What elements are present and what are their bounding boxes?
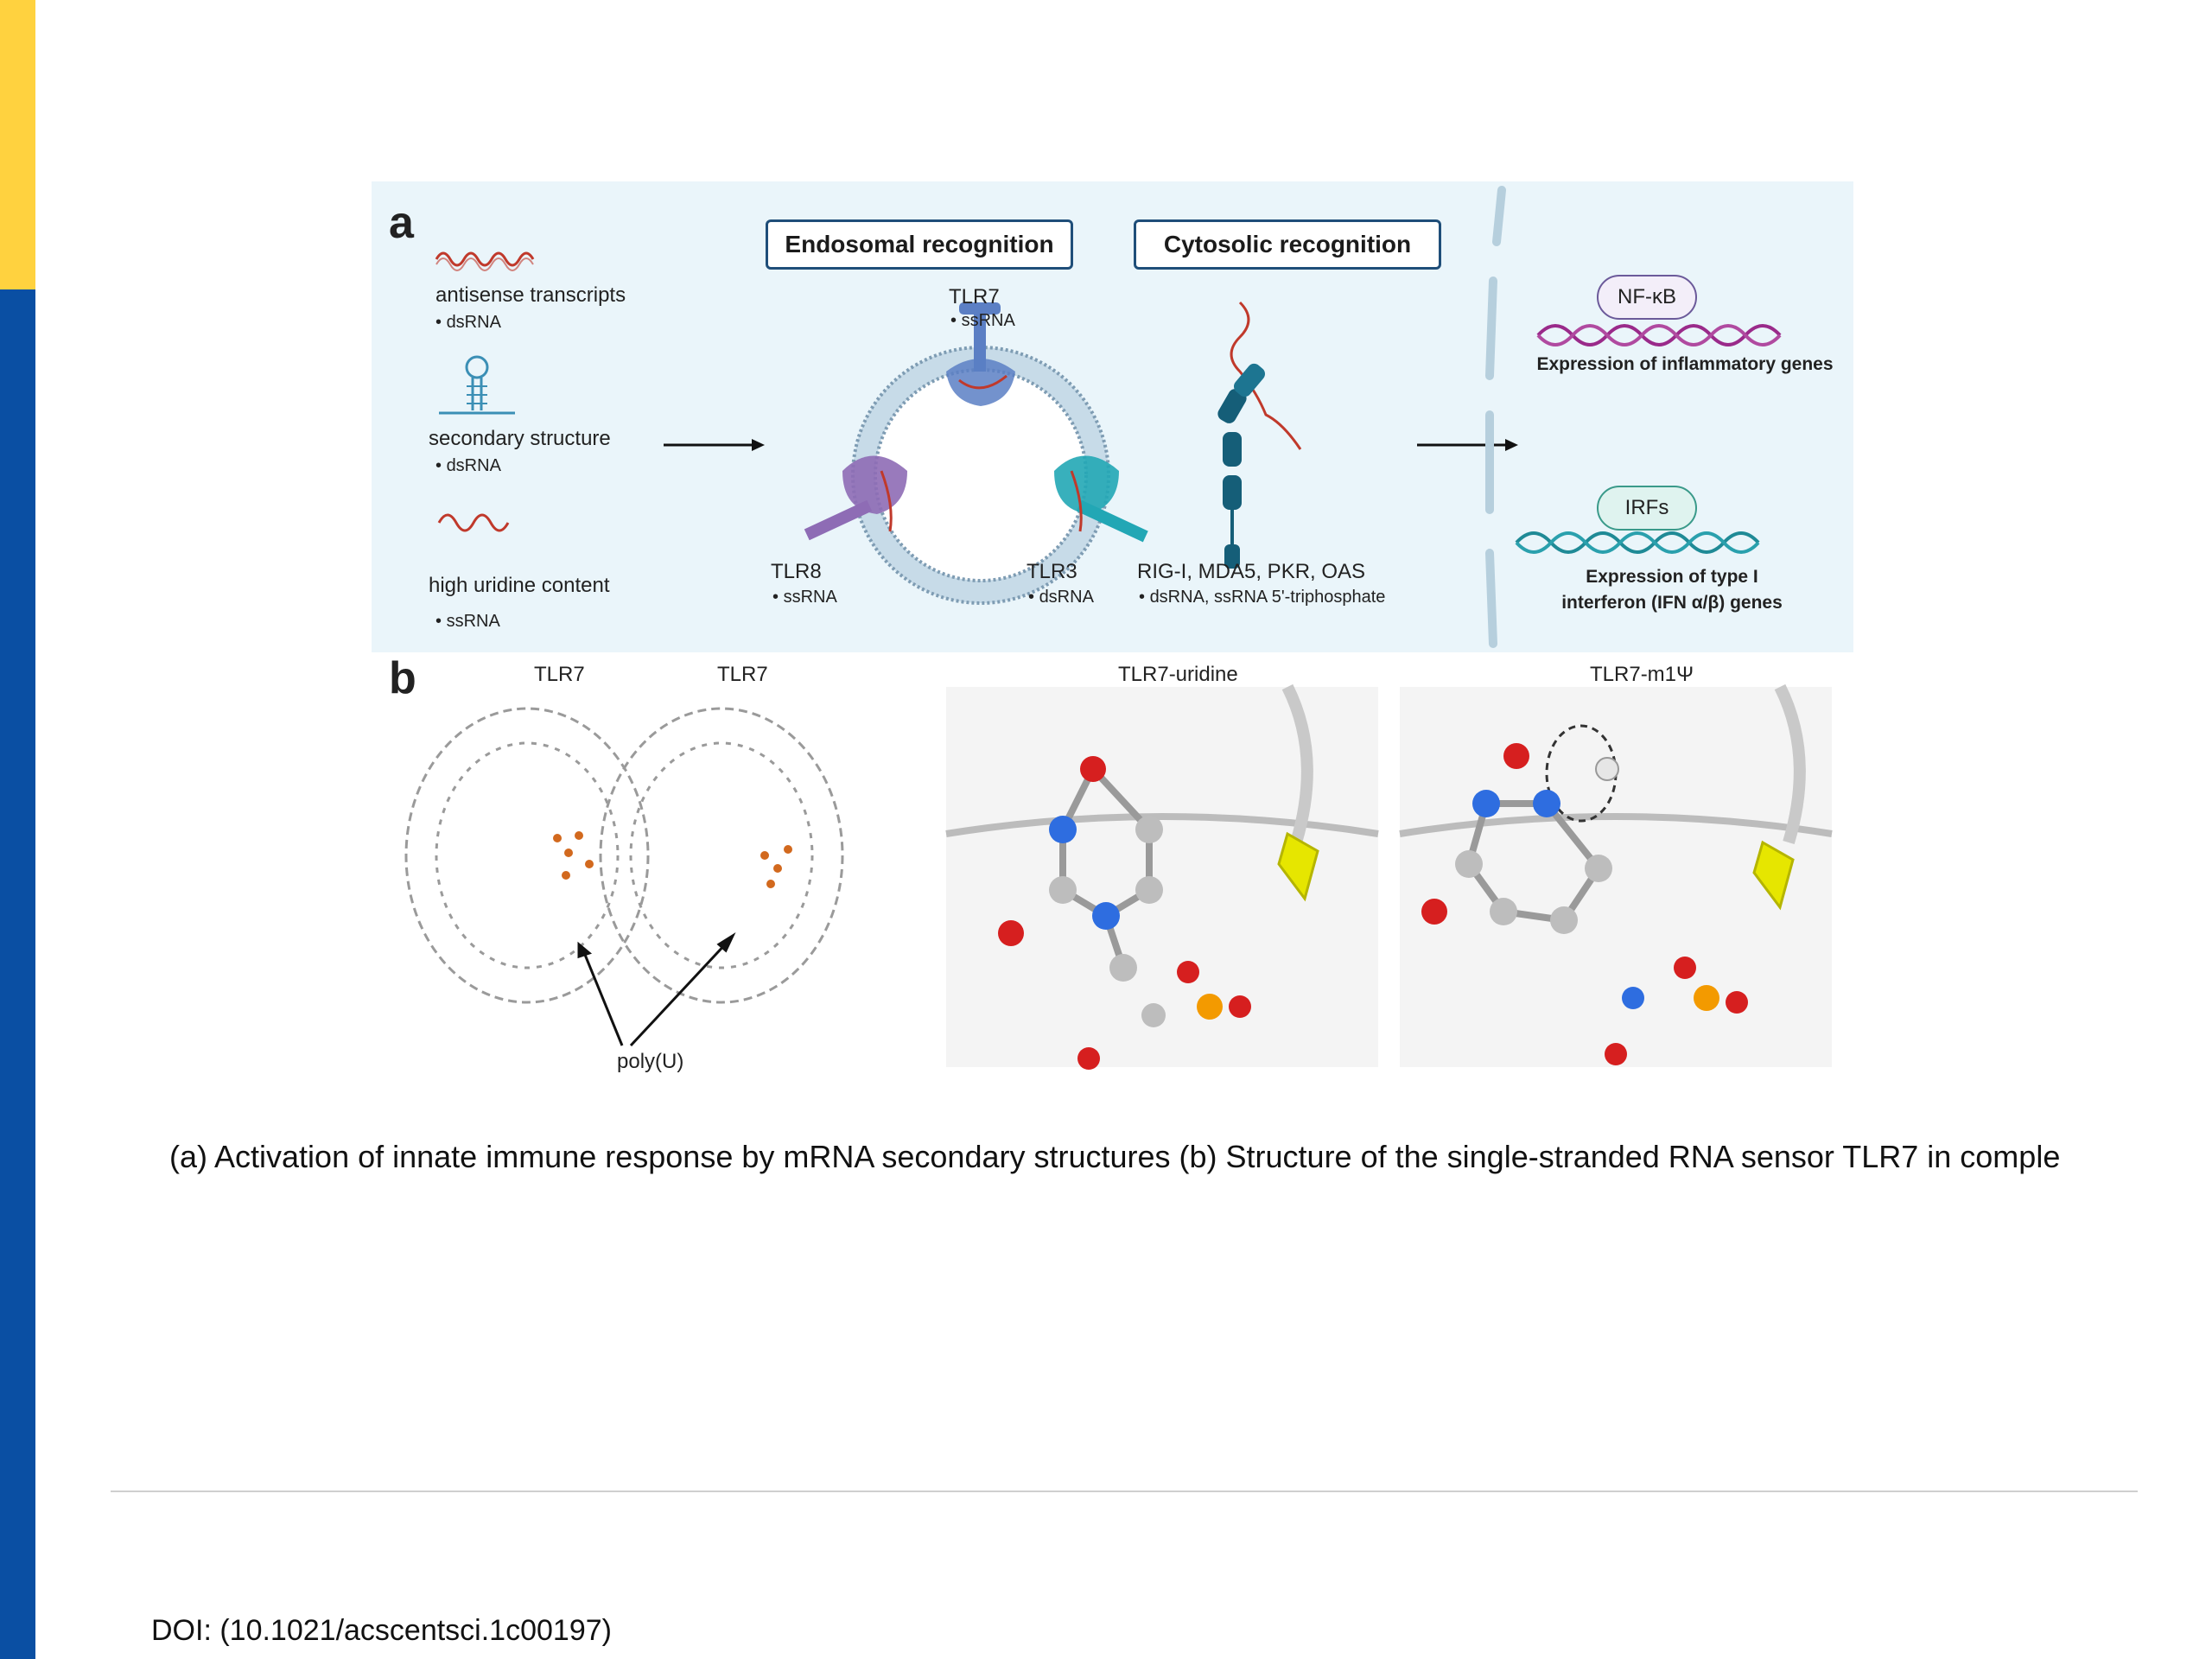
nfkb-dna-helix bbox=[1536, 324, 1782, 346]
side-accent-bar bbox=[0, 0, 35, 1659]
panel-a-drawing bbox=[435, 186, 1782, 648]
tlr8-label: TLR8 bbox=[771, 560, 822, 583]
m1psi-binding-site bbox=[1399, 683, 1833, 1067]
panel-b: b TLR7 TLR7 TLR7-uridine TLR7-m1Ψ bbox=[372, 652, 1853, 1110]
nfkb-pill: NF-κB bbox=[1597, 275, 1697, 320]
trigger-sub: ssRNA bbox=[435, 612, 500, 632]
irf-dna-helix bbox=[1515, 531, 1760, 554]
panel-b-drawing bbox=[404, 683, 1833, 1070]
irf-caption-line1: Expression of type I bbox=[1586, 567, 1758, 587]
hairpin-rna-icon bbox=[439, 355, 515, 415]
structure-title: TLR7 bbox=[717, 663, 768, 686]
rig-i-sensor-icon bbox=[1217, 301, 1302, 569]
divider bbox=[111, 1491, 2138, 1492]
structure-title: TLR7-uridine bbox=[1118, 663, 1238, 686]
trigger-sub: dsRNA bbox=[435, 456, 501, 476]
tlr8-sub: ssRNA bbox=[772, 588, 837, 607]
trigger-label: secondary structure bbox=[429, 427, 611, 450]
panel-a: a antisense transcripts dsRNA secondary … bbox=[372, 181, 1853, 652]
structure-title: TLR7-m1Ψ bbox=[1590, 663, 1694, 686]
structure-title: TLR7 bbox=[534, 663, 585, 686]
tlr7-dimer-ribbon bbox=[404, 707, 844, 1004]
tlr3-receptor-icon bbox=[1054, 455, 1148, 543]
tlr3-label: TLR3 bbox=[1027, 560, 1077, 583]
polyu-label: poly(U) bbox=[617, 1050, 684, 1073]
tlr7-sub: ssRNA bbox=[950, 311, 1015, 331]
ssrna-icon bbox=[437, 513, 510, 532]
polyu-arrows bbox=[577, 932, 736, 1047]
endosomal-recognition-header: Endosomal recognition bbox=[766, 219, 1073, 270]
figure-caption: (a) Activation of innate immune response… bbox=[169, 1139, 2061, 1174]
irf-caption-line2: interferon (IFN α/β) genes bbox=[1561, 593, 1783, 613]
uridine-binding-site bbox=[945, 683, 1379, 1070]
trigger-sub: dsRNA bbox=[435, 313, 501, 333]
nfkb-caption: Expression of inflammatory genes bbox=[1536, 354, 1834, 374]
polyu-ligand bbox=[553, 831, 792, 888]
tlr7-label: TLR7 bbox=[949, 285, 1000, 308]
irf-pill: IRFs bbox=[1597, 486, 1697, 531]
panel-b-letter: b bbox=[389, 653, 416, 703]
cytosolic-sensors-sub: dsRNA, ssRNA 5'-triphosphate bbox=[1139, 588, 1386, 607]
side-accent-yellow bbox=[0, 0, 35, 289]
antisense-rna-icon bbox=[435, 251, 535, 267]
tlr3-sub: dsRNA bbox=[1028, 588, 1094, 607]
trigger-label: high uridine content bbox=[429, 574, 610, 597]
trigger-label: antisense transcripts bbox=[435, 283, 626, 307]
cytosolic-sensors-label: RIG-I, MDA5, PKR, OAS bbox=[1137, 560, 1366, 583]
figure: a antisense transcripts dsRNA secondary … bbox=[372, 181, 1853, 1110]
endosome bbox=[851, 346, 1110, 605]
cytosolic-recognition-header: Cytosolic recognition bbox=[1134, 219, 1441, 270]
panel-a-letter: a bbox=[389, 198, 414, 248]
doi-citation: DOI: (10.1021/acscentsci.1c00197) bbox=[151, 1614, 612, 1647]
tlr8-receptor-icon bbox=[804, 455, 907, 541]
nuclear-membrane bbox=[1485, 186, 1506, 648]
